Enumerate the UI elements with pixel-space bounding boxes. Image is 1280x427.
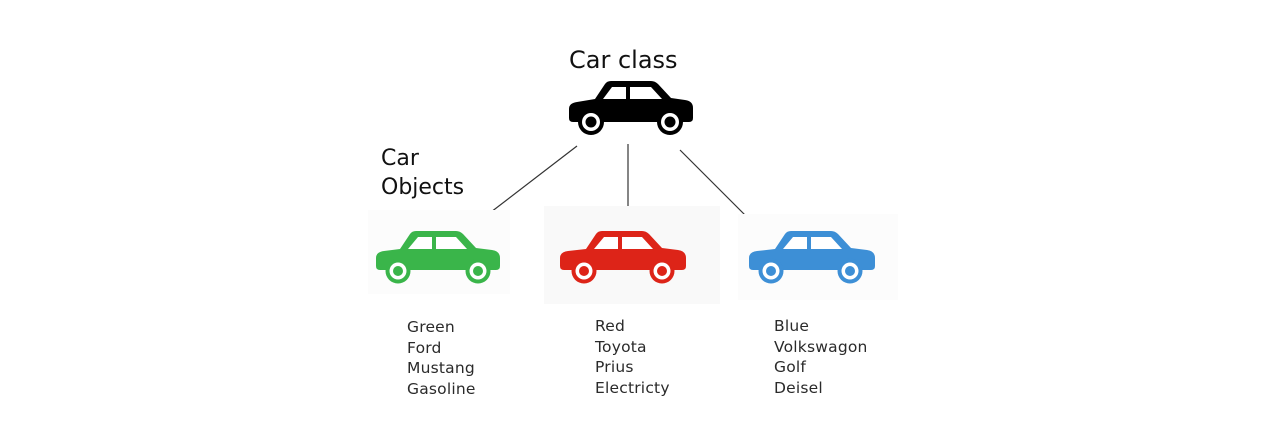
objects-label-line-2: Objects: [381, 175, 465, 200]
connector-line-blue: [679, 149, 746, 216]
class-title: Car class: [569, 46, 678, 74]
attribute-make: Volkswagon: [774, 337, 868, 356]
red-car-attributes: Red Toyota Prius Electricty: [595, 316, 670, 398]
attribute-color: Green: [407, 318, 455, 336]
attribute-color: Blue: [774, 317, 810, 335]
attribute-color: Red: [595, 317, 626, 335]
class-car-shape: [569, 81, 693, 135]
attribute-model: Golf: [774, 358, 807, 376]
attribute-model: Prius: [595, 358, 634, 376]
blue-car-icon: [749, 231, 875, 284]
red-car-icon: [560, 231, 686, 284]
connector-line-green: [477, 145, 578, 223]
attribute-fuel: Electricty: [595, 378, 670, 397]
attribute-fuel: Gasoline: [407, 379, 476, 398]
objects-label: Car Objects: [381, 144, 464, 202]
attribute-make: Ford: [407, 338, 442, 357]
attribute-model: Mustang: [407, 359, 475, 377]
attribute-make: Toyota: [595, 337, 647, 356]
green-car-icon: [376, 231, 500, 284]
attribute-fuel: Deisel: [774, 378, 823, 397]
blue-car-attributes: Blue Volkswagon Golf Deisel: [774, 316, 868, 398]
green-car-attributes: Green Ford Mustang Gasoline: [407, 317, 476, 399]
objects-label-line-1: Car: [381, 146, 419, 171]
class-car-icon: [569, 81, 693, 135]
